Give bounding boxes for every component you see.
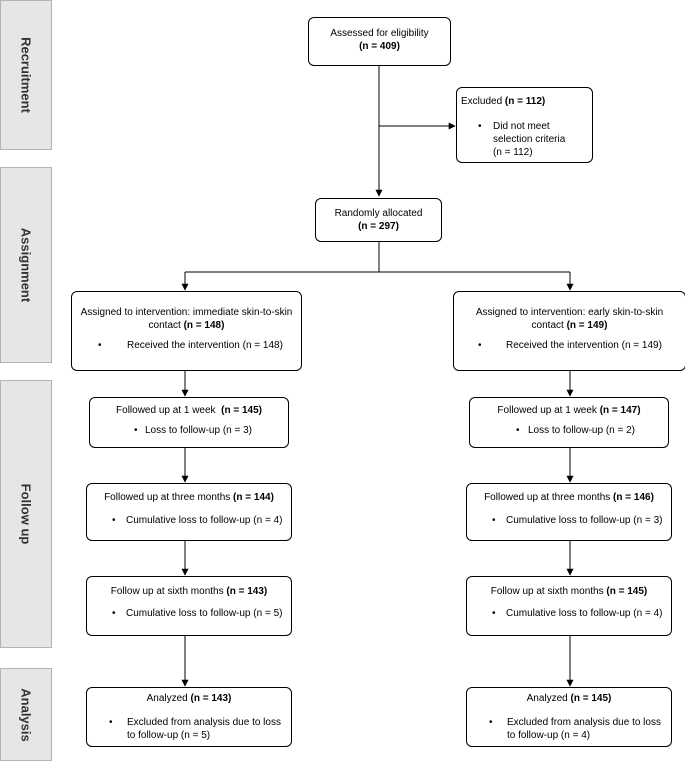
- left-fu1-box: Followed up at 1 week (n = 145) • Loss t…: [89, 397, 289, 448]
- excluded-item-line2: selection criteria: [493, 134, 566, 145]
- left-fu1-bullet: •: [134, 425, 138, 436]
- right-fu1-label: Followed up at 1 week: [497, 405, 597, 416]
- left-analysis-bullet: •: [109, 717, 113, 728]
- left-fu6-count: (n = 143): [226, 586, 268, 597]
- left-fu1-count: (n = 145): [221, 405, 262, 416]
- right-fu6-count: (n = 145): [606, 586, 648, 597]
- right-analysis-bullet: •: [489, 717, 493, 728]
- right-fu6-label: Follow up at sixth months: [490, 586, 604, 597]
- right-fu1-box: Followed up at 1 week (n = 147) • Loss t…: [469, 397, 669, 448]
- excluded-item-line1: Did not meet: [493, 121, 550, 132]
- left-analysis-label: Analyzed: [146, 693, 188, 704]
- stage-recruitment: Recruitment: [0, 0, 52, 150]
- right-fu6-bullet: •: [492, 608, 496, 619]
- right-fu3-box: Followed up at three months (n = 146) • …: [466, 483, 672, 541]
- left-fu1-item: Loss to follow-up (n = 3): [145, 425, 252, 436]
- randomized-box: Randomly allocated (n = 297): [315, 198, 442, 242]
- left-analysis-count: (n = 143): [190, 693, 232, 704]
- excluded-count: (n = 112): [504, 96, 546, 107]
- right-fu1-item: Loss to follow-up (n = 2): [528, 425, 635, 436]
- excluded-bullet: •: [478, 121, 482, 132]
- right-alloc-line1: Assigned to intervention: early skin-to-…: [475, 307, 664, 318]
- left-fu3-box: Followed up at three months (n = 144) • …: [86, 483, 292, 541]
- left-allocation-box: Assigned to intervention: immediate skin…: [71, 291, 302, 371]
- stage-follow-up-label: Follow up: [18, 483, 34, 545]
- right-analysis-count: (n = 145): [570, 693, 612, 704]
- left-alloc-bullet: •: [98, 340, 102, 351]
- left-fu3-bullet: •: [112, 515, 116, 526]
- right-alloc-line2: contact: [531, 320, 564, 331]
- right-fu6-item: Cumulative loss to follow-up (n = 4): [506, 608, 663, 619]
- assessed-label: Assessed for eligibility: [330, 28, 429, 39]
- right-analysis-item-line2: to follow-up (n = 4): [507, 730, 591, 741]
- excluded-box: Excluded (n = 112) • Did not meet select…: [456, 87, 593, 163]
- right-fu3-item: Cumulative loss to follow-up (n = 3): [506, 515, 663, 526]
- right-fu3-label: Followed up at three months: [484, 492, 611, 503]
- stage-analysis: Analysis: [0, 668, 52, 761]
- stage-assignment-label: Assignment: [18, 227, 34, 303]
- right-alloc-item: Received the intervention (n = 149): [506, 340, 662, 351]
- right-fu6-box: Follow up at sixth months (n = 145) • Cu…: [466, 576, 672, 636]
- left-fu6-box: Follow up at sixth months (n = 143) • Cu…: [86, 576, 292, 636]
- left-alloc-line2: contact: [148, 320, 181, 331]
- right-alloc-count: (n = 149): [566, 320, 608, 331]
- right-analysis-box: Analyzed (n = 145) • Excluded from analy…: [466, 687, 672, 747]
- right-fu1-bullet: •: [516, 425, 520, 436]
- left-analysis-box: Analyzed (n = 143) • Excluded from analy…: [86, 687, 292, 747]
- left-fu6-label: Follow up at sixth months: [110, 586, 224, 597]
- right-fu3-bullet: •: [492, 515, 496, 526]
- left-analysis-item-line2: to follow-up (n = 5): [127, 730, 211, 741]
- left-alloc-count: (n = 148): [183, 320, 225, 331]
- right-allocation-box: Assigned to intervention: early skin-to-…: [453, 291, 685, 371]
- randomized-label: Randomly allocated: [334, 208, 423, 219]
- assessed-box: Assessed for eligibility (n = 409): [308, 17, 451, 66]
- right-fu3-count: (n = 146): [613, 492, 654, 503]
- randomized-count: (n = 297): [358, 221, 399, 232]
- left-fu3-item: Cumulative loss to follow-up (n = 4): [126, 515, 283, 526]
- stage-recruitment-label: Recruitment: [18, 37, 34, 113]
- stage-follow-up: Follow up: [0, 380, 52, 648]
- left-fu1-label: Followed up at 1 week: [116, 405, 216, 416]
- left-alloc-item: Received the intervention (n = 148): [127, 340, 283, 351]
- split-line: [185, 242, 570, 273]
- left-fu6-item: Cumulative loss to follow-up (n = 5): [126, 608, 283, 619]
- right-alloc-bullet: •: [478, 340, 482, 351]
- stage-analysis-label: Analysis: [18, 687, 34, 742]
- right-fu1-count: (n = 147): [599, 405, 641, 416]
- assessed-count: (n = 409): [359, 41, 400, 52]
- right-analysis-label: Analyzed: [526, 693, 568, 704]
- left-analysis-item-line1: Excluded from analysis due to loss: [127, 717, 281, 728]
- left-fu3-label: Followed up at three months: [104, 492, 231, 503]
- left-fu6-bullet: •: [112, 608, 116, 619]
- excluded-item-line3: (n = 112): [493, 147, 533, 158]
- left-alloc-line1: Assigned to intervention: immediate skin…: [80, 307, 293, 318]
- right-analysis-item-line1: Excluded from analysis due to loss: [507, 717, 661, 728]
- excluded-label: Excluded: [461, 96, 503, 107]
- stage-assignment: Assignment: [0, 167, 52, 363]
- left-fu3-count: (n = 144): [233, 492, 274, 503]
